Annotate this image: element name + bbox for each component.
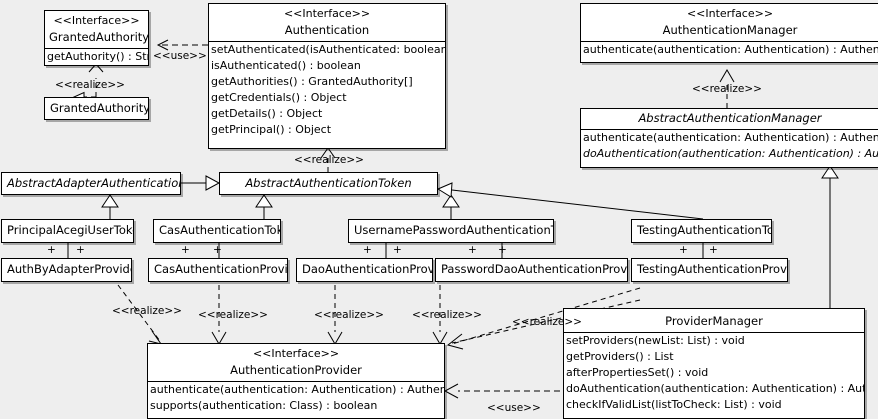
class-authentication[interactable]: <<Interface>> Authentication setAuthenti… [208,3,446,149]
member-row: setAuthenticated(isAuthenticated: boolea… [211,43,445,56]
multiplicity-marker: + [76,244,85,256]
class-name: PasswordDaoAuthenticationProvider [441,262,628,276]
class-name: Authentication [284,23,370,37]
member-row: supports(authentication: Class) : boolea… [150,399,378,412]
member-row: afterPropertiesSet() : void [566,366,709,379]
edge-label-use-provider-manager: <<use>> [487,402,541,414]
member-row: checkIfValidList(listToCheck: List) : vo… [566,398,782,411]
member-row: getCredentials() : Object [211,91,347,104]
class-name: AuthenticationManager [662,23,798,37]
class-name: TestingAuthenticationToken [637,223,771,237]
class-abstract-adapter-authentication-token[interactable]: AbstractAdapterAuthenticationToken [1,172,181,195]
class-principal-acegi-user-token[interactable]: PrincipalAcegiUserToken [1,219,134,243]
class-abstract-authentication-token[interactable]: AbstractAuthenticationToken [219,172,438,195]
multiplicity-marker: + [679,244,688,256]
class-testing-authentication-token[interactable]: TestingAuthenticationToken [631,219,772,243]
class-name: AbstractAdapterAuthenticationToken [7,176,180,190]
members-compartment: setAuthenticated(isAuthenticated: boolea… [209,41,445,138]
class-password-dao-authentication-provider[interactable]: PasswordDaoAuthenticationProvider [435,258,628,282]
class-cas-authentication-token[interactable]: CasAuthenticationToken [153,219,281,243]
member-row: authenticate(authentication: Authenticat… [150,383,444,396]
class-name: AbstractAuthenticationToken [245,176,412,190]
member-row: doAuthentication(authentication: Authent… [566,382,865,395]
multiplicity-marker: + [468,244,477,256]
class-name: DaoAuthenticationProvider [302,262,433,276]
member-row: authenticate(authentication: Authenticat… [583,131,878,144]
class-name: GrantedAuthority [49,30,149,44]
class-name: TestingAuthenticationProvider [637,262,787,276]
member-row: setProviders(newList: List) : void [566,334,745,347]
multiplicity-marker: + [47,244,56,256]
member-row: doAuthentication(authentication: Authent… [583,147,878,160]
members-compartment: setProviders(newList: List) : void getPr… [564,332,864,413]
class-name: CasAuthenticationToken [159,223,280,237]
multiplicity-marker: + [393,244,402,256]
multiplicity-marker: + [363,244,372,256]
stereotype-label: <<Interface>> [252,347,340,360]
stereotype-label: <<Interface>> [53,14,140,27]
class-authentication-manager[interactable]: <<Interface>> AuthenticationManager auth… [580,3,878,63]
members-compartment: authenticate(authentication: Authenticat… [148,381,444,414]
class-name: AuthenticationProvider [230,363,362,377]
edge-label-realize-auth-by-adapter-provider: <<realize>> [112,305,182,317]
stereotype-label: <<Interface>> [283,7,371,20]
class-name: AbstractAuthenticationManager [638,111,822,125]
member-row: getAuthority() : String [47,50,148,63]
class-name: GrantedAuthorityImpl [50,101,148,115]
class-granted-authority[interactable]: <<Interface>> GrantedAuthority getAuthor… [44,10,149,66]
class-granted-authority-impl[interactable]: GrantedAuthorityImpl [44,97,149,120]
edge-label-use-authentication-granted: <<use>> [153,50,207,62]
class-dao-authentication-provider[interactable]: DaoAuthenticationProvider [296,258,433,282]
member-row: getProviders() : List [566,350,674,363]
multiplicity-marker: + [213,244,222,256]
class-name: CasAuthenticationProvider [154,262,288,276]
class-username-password-authentication-token[interactable]: UsernamePasswordAuthenticationToken [348,219,554,243]
class-provider-manager[interactable]: ProviderManager setProviders(newList: Li… [563,308,865,419]
members-compartment: getAuthority() : String [45,48,148,65]
class-cas-authentication-provider[interactable]: CasAuthenticationProvider [148,258,288,282]
members-compartment: authenticate(authentication: Authenticat… [581,129,878,162]
multiplicity-marker: + [709,244,718,256]
stereotype-label: <<Interface>> [686,7,774,20]
class-name: AuthByAdapterProvider [7,262,132,276]
edge-label-realize-dao-authentication-provider: <<realize>> [314,309,384,321]
member-row: getDetails() : Object [211,107,323,120]
edge-label-realize-abstract-authentication-manager: <<realize>> [692,83,762,95]
class-name: PrincipalAcegiUserToken [7,223,134,237]
member-row: authenticate(authentication: Authenticat… [583,43,878,56]
class-abstract-authentication-manager[interactable]: AbstractAuthenticationManager authentica… [580,108,878,168]
multiplicity-marker: + [181,244,190,256]
member-row: getAuthorities() : GrantedAuthority[] [211,75,413,88]
edge-label-realize-cas-authentication-provider: <<realize>> [198,309,268,321]
class-name: ProviderManager [665,314,763,328]
member-row: isAuthenticated() : boolean [211,59,361,72]
members-compartment: authenticate(authentication: Authenticat… [581,41,878,58]
member-row: getPrincipal() : Object [211,123,332,136]
edge-label-realize-abstract-authentication-token: <<realize>> [294,154,364,166]
class-authentication-provider[interactable]: <<Interface>> AuthenticationProvider aut… [147,343,445,419]
class-name: UsernamePasswordAuthenticationToken [354,223,553,237]
edge-label-realize-granted-authority-impl: <<realize>> [55,79,125,91]
class-auth-by-adapter-provider[interactable]: AuthByAdapterProvider [1,258,132,282]
multiplicity-marker: + [498,244,507,256]
edge-label-realize-password-dao-authentication-provider: <<realize>> [412,309,482,321]
class-testing-authentication-provider[interactable]: TestingAuthenticationProvider [631,258,788,282]
edge-label-realize-provider-manager: <<realize>> [512,316,582,328]
